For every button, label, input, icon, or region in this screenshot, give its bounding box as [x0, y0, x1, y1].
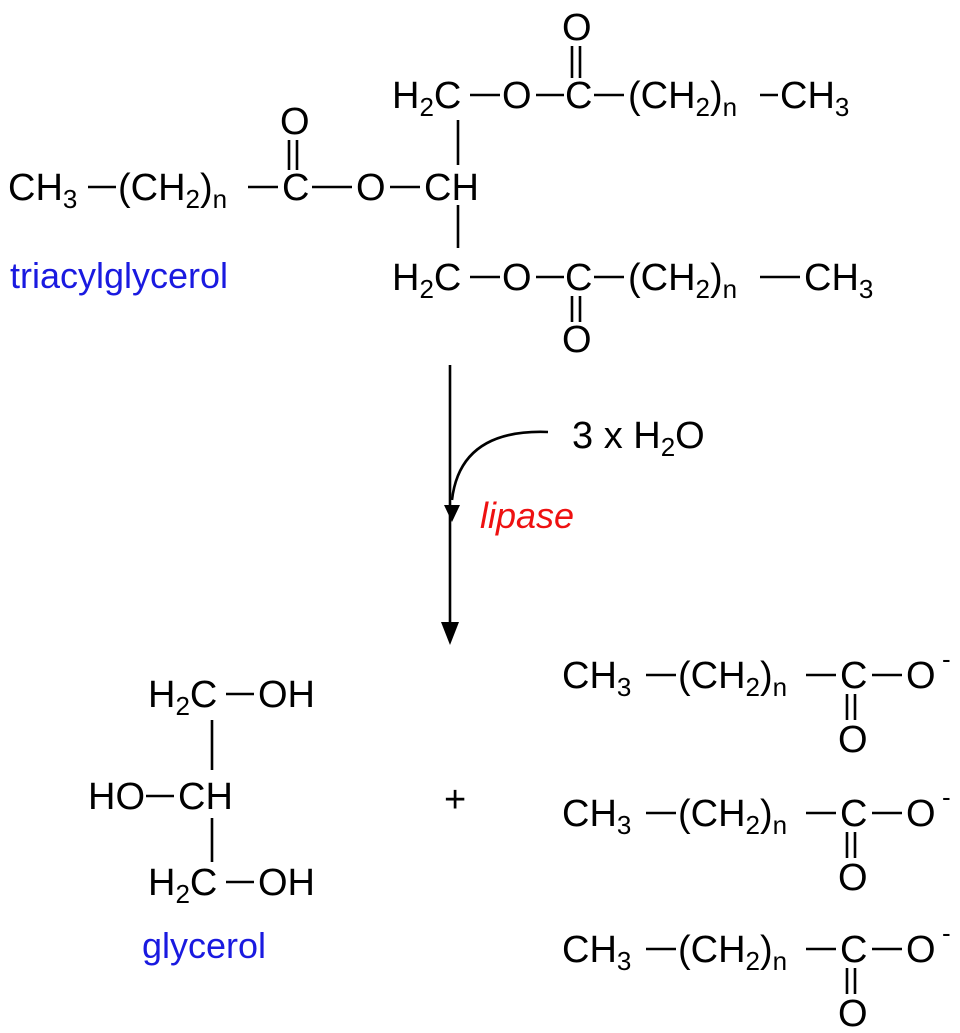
- water-curved-arrow: [450, 430, 549, 501]
- ester-oxygen: O: [502, 75, 532, 117]
- carbonyl-oxygen: O: [280, 101, 310, 143]
- negative-charge: -: [942, 918, 951, 948]
- methylene-chain: (CH2)n: [118, 167, 227, 214]
- glycerol-structure: H2C OH HO CH H2C OH glycerol: [88, 674, 315, 966]
- triacylglycerol-middle-chain: CH3 (CH2)n C O O CH: [8, 101, 479, 214]
- carbonyl-carbon: C: [565, 257, 592, 299]
- triacylglycerol-structure: H2C O C O (CH2)n CH3 CH3 (CH2)n C O: [8, 7, 873, 361]
- triacylglycerol-bottom-chain: H2C O C O (CH2)n CH3: [392, 257, 873, 361]
- methylene-chain: (CH2)n: [678, 655, 787, 702]
- methyl-end: CH3: [562, 793, 631, 840]
- triacylglycerol-top-chain: H2C O C O (CH2)n CH3: [392, 7, 849, 122]
- carbonyl-oxygen: O: [838, 857, 868, 899]
- methyl-end: CH3: [804, 257, 873, 304]
- carbonyl-carbon: C: [840, 929, 867, 971]
- top-glycerol-carbon: H2C: [392, 75, 461, 122]
- carbonyl-oxygen: O: [562, 7, 592, 49]
- carbonyl-carbon: C: [840, 793, 867, 835]
- fatty-acid-1: CH3 (CH2)n C O - O: [562, 644, 951, 761]
- glycerol-top-carbon: H2C: [148, 674, 217, 721]
- methyl-end: CH3: [780, 75, 849, 122]
- methylene-chain: (CH2)n: [628, 257, 737, 304]
- fatty-acid-2: CH3 (CH2)n C O - O: [562, 782, 951, 899]
- methyl-end: CH3: [562, 655, 631, 702]
- plus-sign: +: [444, 779, 466, 821]
- carbonyl-carbon: C: [840, 655, 867, 697]
- ester-oxygen: O: [502, 257, 532, 299]
- methylene-chain: (CH2)n: [678, 793, 787, 840]
- ester-oxygen: O: [356, 167, 386, 209]
- fatty-acid-3: CH3 (CH2)n C O - O: [562, 918, 951, 1033]
- carboxylate-oxygen: O: [906, 929, 936, 971]
- glycerol-bottom-carbon: H2C: [148, 862, 217, 909]
- glycerol-label: glycerol: [142, 925, 266, 966]
- methyl-end: CH3: [8, 167, 77, 214]
- curved-arrow-head: [444, 505, 460, 522]
- middle-glycerol-carbon: CH: [424, 167, 479, 209]
- carboxylate-oxygen: O: [906, 793, 936, 835]
- carbonyl-carbon: C: [282, 167, 309, 209]
- carbonyl-carbon: C: [565, 75, 592, 117]
- glycerol-middle-hydroxyl: HO: [88, 776, 145, 818]
- carboxylate-oxygen: O: [906, 655, 936, 697]
- glycerol-middle-carbon: CH: [178, 776, 233, 818]
- carbonyl-oxygen: O: [838, 719, 868, 761]
- water-reagent: 3 x H2O: [572, 415, 705, 462]
- reaction-arrow: 3 x H2O lipase: [441, 365, 705, 645]
- bottom-glycerol-carbon: H2C: [392, 257, 461, 304]
- arrow-head: [441, 622, 459, 645]
- glycerol-bottom-hydroxyl: OH: [258, 862, 315, 904]
- triacylglycerol-label: triacylglycerol: [10, 255, 228, 296]
- glycerol-top-hydroxyl: OH: [258, 674, 315, 716]
- lipase-label: lipase: [480, 495, 574, 536]
- methyl-end: CH3: [562, 929, 631, 976]
- methylene-chain: (CH2)n: [628, 75, 737, 122]
- carbonyl-oxygen: O: [562, 319, 592, 361]
- negative-charge: -: [942, 782, 951, 812]
- negative-charge: -: [942, 644, 951, 674]
- methylene-chain: (CH2)n: [678, 929, 787, 976]
- carbonyl-oxygen: O: [838, 993, 868, 1033]
